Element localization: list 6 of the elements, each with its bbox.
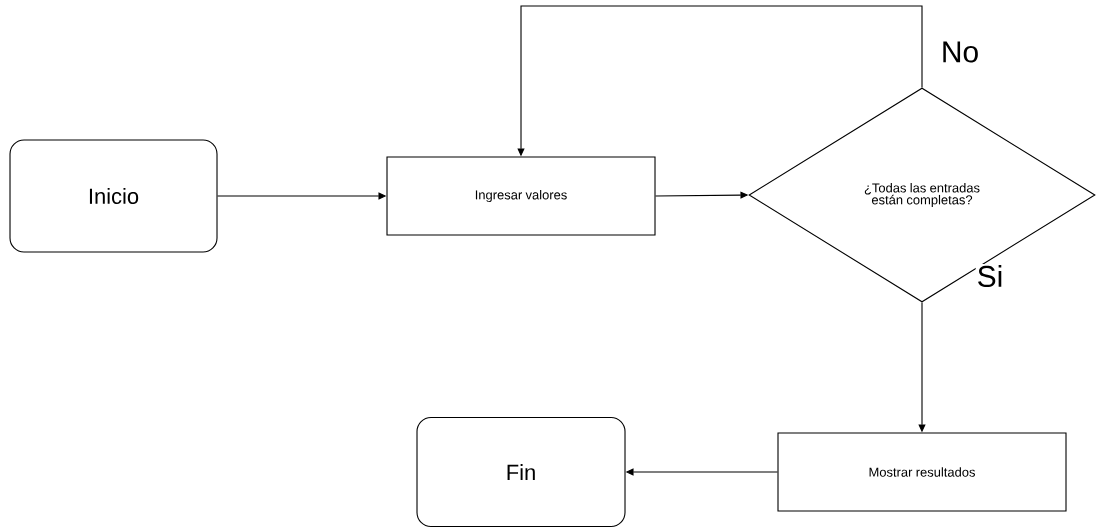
edge-label: No	[943, 41, 978, 63]
edge-label: Si	[978, 265, 1002, 287]
process-box: Mostrar resultados	[777, 432, 1067, 512]
terminal-box: Fin	[416, 416, 626, 528]
process-box: Ingresar valores	[386, 156, 656, 236]
terminal-box: Inicio	[9, 139, 218, 253]
